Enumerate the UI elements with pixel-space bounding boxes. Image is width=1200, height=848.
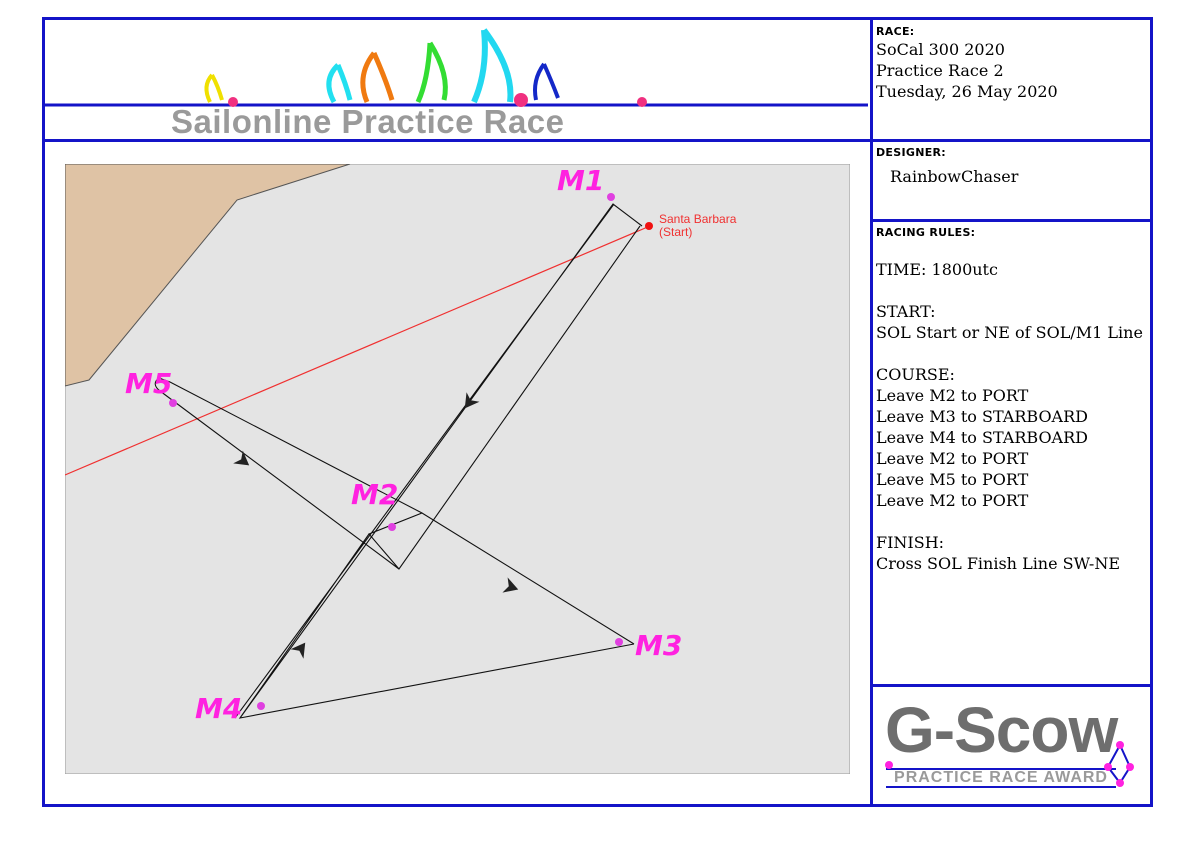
course-arrow-2 [290,642,306,659]
banner-title: Sailonline Practice Race [171,103,565,140]
rule-line: START: [876,302,936,321]
green-sail-icon [415,41,448,104]
page-frame [42,17,1153,807]
rules-panel-divider [870,684,1153,687]
race-subtitle: Practice Race 2 [876,61,1004,80]
start-city-name: Santa Barbara [659,212,737,226]
mark-m3-label: M3 [635,629,682,662]
column-divider [870,17,873,807]
rule-line [876,511,1143,532]
cyan-large-sail-icon [471,28,514,104]
designer-panel-divider [870,219,1153,222]
rule-line: COURSE: [876,365,955,384]
blue-sail-icon [533,62,560,101]
rule-line: Leave M2 to PORT [876,491,1029,510]
rule-line: Leave M3 to STARBOARD [876,407,1088,426]
race-name: SoCal 300 2020 [876,40,1005,59]
rule-line: Cross SOL Finish Line SW-NE [876,554,1120,573]
designer-label: DESIGNER: [876,146,946,159]
mark-m2-label: M2 [351,478,398,511]
rule-line: Leave M2 to PORT [876,386,1029,405]
rule-line: FINISH: [876,533,945,552]
mark-m5-label: M5 [125,367,172,400]
water-area [65,164,850,774]
course-map: M1 M2 M3 M4 M5 Santa Barbara (Start) [65,164,850,774]
rules-label: RACING RULES: [876,226,976,239]
rule-line: Leave M2 to PORT [876,449,1029,468]
rule-line: Leave M5 to PORT [876,470,1029,489]
start-city-note: (Start) [659,225,692,239]
mark-m1-dot [607,193,615,201]
rule-line: Leave M4 to STARBOARD [876,428,1088,447]
cyan-sail-icon [326,63,353,104]
course-arrow-3 [233,450,250,466]
race-date: Tuesday, 26 May 2020 [876,82,1058,101]
banner-dot-2 [514,93,528,107]
mark-m2-dot [388,523,396,531]
mark-m1-label: M1 [557,164,604,197]
banner-logo [44,28,868,107]
award-left-dot [885,761,893,769]
mark-m4-label: M4 [195,692,242,725]
orange-sail-icon [360,51,395,103]
mark-m3-dot [615,638,623,646]
banner-dot-1 [228,97,238,107]
start-line [65,225,651,476]
rule-line: TIME: 1800utc [876,260,998,279]
land-area [65,164,351,387]
course-path [154,203,643,719]
banner-dot-3 [637,97,647,107]
yellow-sail-icon [204,73,224,103]
award-subtitle: PRACTICE RACE AWARD [886,768,1116,788]
rule-line [876,343,1143,364]
banner-divider [42,139,873,142]
race-panel-divider [870,139,1153,142]
start-city-dot [645,222,653,230]
designer-name: RainbowChaser [890,167,1019,186]
mark-m5-dot [169,399,177,407]
award-course-icon [1104,741,1134,787]
award-title: G-Scow [885,694,1118,766]
course-arrow-4 [502,577,519,593]
race-label: RACE: [876,25,915,38]
rule-line: SOL Start or NE of SOL/M1 Line [876,323,1143,342]
mark-m4-dot [257,702,265,710]
course-arrow-1 [464,392,480,409]
rule-line [876,280,1143,301]
